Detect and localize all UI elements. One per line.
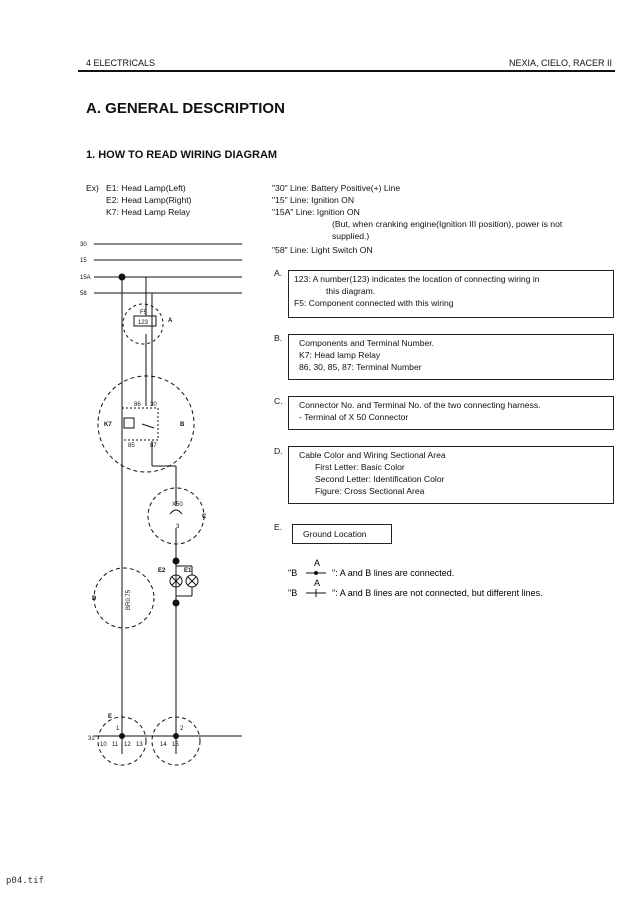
box-e-line-1: Ground Location bbox=[303, 529, 367, 539]
label-g13: 13 bbox=[136, 742, 143, 748]
box-e: Ground Location bbox=[292, 524, 392, 544]
connection-notes: A "B ": A and B lines are connected. A "… bbox=[288, 558, 543, 598]
legend-line-30: "30" Line: Battery Positive(+) Line bbox=[272, 183, 401, 193]
label-15: 15 bbox=[80, 258, 87, 264]
junction-dot-icon bbox=[118, 273, 126, 281]
label-g15: 15 bbox=[172, 742, 179, 748]
box-c: Connector No. and Terminal No. of the tw… bbox=[288, 396, 614, 430]
label-3: 3 bbox=[176, 524, 180, 530]
box-d-line-1: Cable Color and Wiring Sectional Area bbox=[299, 450, 446, 460]
label-30: 30 bbox=[80, 242, 87, 248]
legend-line-15: "15" Line: Ignition ON bbox=[272, 195, 355, 205]
label-e1: E1 bbox=[184, 568, 192, 574]
legend-line-15a-note: (But, when cranking engine(Ignition III … bbox=[332, 219, 563, 229]
example-item-k7: K7: Head Lamp Relay bbox=[106, 207, 191, 217]
box-a: 123: A number(123) indicates the locatio… bbox=[288, 270, 614, 318]
legend-line-58: "58" Line: Light Switch ON bbox=[272, 245, 373, 255]
box-d-label: D. bbox=[274, 446, 283, 456]
box-a-line-3: F5: Component connected with this wiring bbox=[294, 298, 454, 308]
label-58: 58 bbox=[80, 291, 87, 297]
callout-d-letter: D bbox=[92, 596, 97, 602]
label-g11: 11 bbox=[112, 742, 119, 748]
conn-a-label-1: A bbox=[314, 558, 320, 568]
label-87: 87 bbox=[150, 443, 157, 449]
callout-c-circle bbox=[147, 487, 205, 545]
label-f5: F5 bbox=[140, 310, 148, 316]
subsection-title: 1. HOW TO READ WIRING DIAGRAM bbox=[86, 149, 278, 161]
label-g14: 14 bbox=[160, 742, 167, 748]
connector-arc-icon bbox=[169, 509, 183, 515]
callout-e-left-circle bbox=[97, 716, 147, 766]
junction-dot-icon bbox=[172, 557, 180, 565]
conn-text-connected: ": A and B lines are connected. bbox=[332, 568, 454, 578]
box-a-line-1: 123: A number(123) indicates the locatio… bbox=[294, 274, 540, 284]
page-section-header: 4 ELECTRICALS bbox=[86, 58, 156, 68]
fuse-box bbox=[133, 315, 157, 327]
label-31: 31 bbox=[88, 736, 95, 742]
conn-b-label-2: "B bbox=[288, 588, 297, 598]
header-rule bbox=[78, 70, 615, 72]
section-title: A. GENERAL DESCRIPTION bbox=[86, 100, 285, 117]
label-e2: E2 bbox=[158, 568, 166, 574]
lamp-e2-icon bbox=[169, 574, 183, 588]
label-k7: K7 bbox=[104, 422, 112, 428]
callout-e-letter: E bbox=[108, 714, 112, 720]
callout-e-right-circle bbox=[151, 716, 201, 766]
box-d: Cable Color and Wiring Sectional Area Fi… bbox=[288, 446, 614, 504]
junction-dot-icon bbox=[172, 599, 180, 607]
file-name-footer: p04.tif bbox=[6, 876, 44, 886]
conn-b-label-1: "B bbox=[288, 568, 297, 578]
relay-switch-icon bbox=[141, 423, 155, 429]
label-15a: 15A bbox=[80, 275, 91, 281]
box-b-label: B. bbox=[274, 333, 283, 343]
callout-b-letter: B bbox=[180, 422, 185, 428]
legend-line-15a: "15A" Line: Ignition ON bbox=[272, 207, 360, 217]
label-g12: 12 bbox=[124, 742, 131, 748]
relay-coil-icon bbox=[123, 417, 135, 429]
box-c-line-1: Connector No. and Terminal No. of the tw… bbox=[299, 400, 541, 410]
conn-text-not-connected: ": A and B lines are not connected, but … bbox=[332, 588, 543, 598]
callout-a-letter: A bbox=[168, 318, 173, 324]
box-c-line-2: - Terminal of X 50 Connector bbox=[299, 412, 409, 422]
label-wire-color: BR0.75 bbox=[126, 589, 132, 610]
callout-a-circle bbox=[122, 303, 164, 345]
label-123: 123 bbox=[138, 320, 149, 326]
box-e-label: E. bbox=[274, 522, 283, 532]
label-x50: X50 bbox=[172, 502, 183, 508]
label-g1: 1 bbox=[116, 726, 120, 732]
example-prefix: Ex) bbox=[86, 183, 99, 193]
wiring-diagram: 30 15 15A 58 F5 123 A 86 30 K7 85 87 B X… bbox=[80, 242, 242, 766]
box-b-line-1: Components and Terminal Number. bbox=[299, 338, 435, 348]
box-d-line-2: First Letter: Basic Color bbox=[315, 462, 405, 472]
box-d-line-3: Second Letter: Identification Color bbox=[315, 474, 445, 484]
label-g2: 2 bbox=[180, 726, 184, 732]
conn-a-label-2: A bbox=[314, 578, 320, 588]
box-a-line-2: this diagram. bbox=[326, 286, 376, 296]
box-b-line-3: 86, 30, 85, 87: Terminal Number bbox=[299, 362, 422, 372]
box-b-line-2: K7: Head lamp Relay bbox=[299, 350, 381, 360]
box-b: Components and Terminal Number. K7: Head… bbox=[288, 334, 614, 380]
junction-dot-icon bbox=[314, 571, 318, 575]
example-item-e1: E1: Head Lamp(Left) bbox=[106, 183, 186, 193]
junction-dot-icon bbox=[173, 733, 179, 739]
vehicle-models: NEXIA, CIELO, RACER II bbox=[508, 58, 612, 68]
junction-dot-icon bbox=[119, 733, 125, 739]
box-d-line-4: Figure: Cross Sectional Area bbox=[315, 486, 425, 496]
label-85: 85 bbox=[128, 443, 135, 449]
callout-c-letter: C bbox=[202, 514, 207, 520]
label-30-relay: 30 bbox=[150, 402, 157, 408]
label-g10: 10 bbox=[100, 742, 107, 748]
label-86: 86 bbox=[134, 402, 141, 408]
box-a-label: A. bbox=[274, 268, 283, 278]
legend-line-15a-note2: supplied.) bbox=[332, 231, 370, 241]
box-c-label: C. bbox=[274, 396, 283, 406]
relay-box bbox=[121, 407, 159, 441]
example-item-e2: E2: Head Lamp(Right) bbox=[106, 195, 192, 205]
callout-d-circle bbox=[93, 567, 155, 629]
callout-b-circle bbox=[97, 375, 195, 473]
